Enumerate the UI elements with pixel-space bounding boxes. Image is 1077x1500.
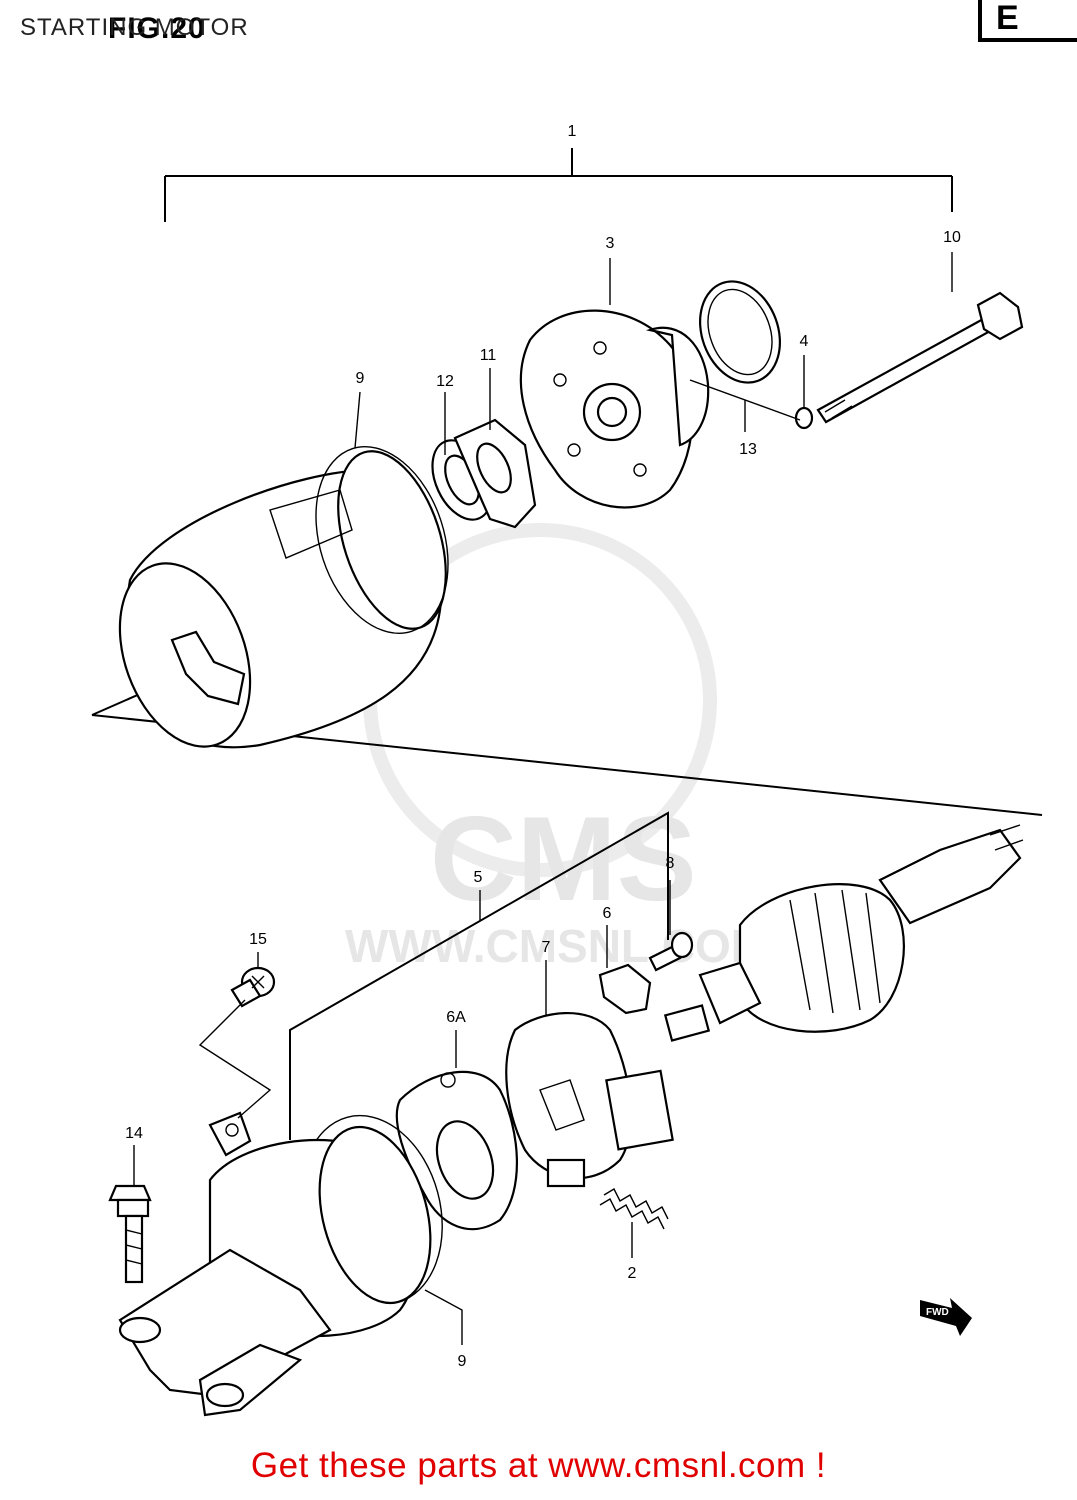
callout-8: 8 xyxy=(666,855,675,872)
callout-4: 4 xyxy=(800,333,809,350)
front-housing xyxy=(118,1111,432,1417)
screw-8 xyxy=(648,931,694,972)
screw-15 xyxy=(230,966,276,1008)
callout-6A: 6A xyxy=(446,1009,466,1026)
callout-3: 3 xyxy=(606,235,615,252)
assembly-bracket xyxy=(164,148,953,222)
armature xyxy=(663,824,1024,1042)
washer-4 xyxy=(794,406,814,430)
callout-14: 14 xyxy=(125,1125,143,1142)
figure-label: FIG.20 xyxy=(108,12,206,45)
page-title: STARTING MOTOR xyxy=(20,14,249,41)
callout-15: 15 xyxy=(249,931,267,948)
callout-9-upper: 9 xyxy=(356,370,365,387)
callout-labels: 1 3 10 4 13 11 12 9 5 8 6 7 6A 15 14 2 9 xyxy=(125,123,961,1370)
footer-parts-link[interactable]: Get these parts at www.cmsnl.com ! xyxy=(250,1446,827,1485)
yoke-housing xyxy=(118,450,447,749)
callout-9-lower: 9 xyxy=(458,1353,467,1370)
o-ring-13-inner xyxy=(707,288,773,376)
callout-11: 11 xyxy=(480,347,497,364)
watermark-url: WWW.CMSNL.COM xyxy=(345,920,769,972)
fwd-label: FWD xyxy=(926,1307,949,1318)
brush-plate xyxy=(395,1070,518,1231)
mounting-bolt xyxy=(108,1184,152,1284)
callout-13: 13 xyxy=(739,441,757,458)
forward-direction-arrow: FWD xyxy=(920,1298,972,1336)
leader-lines-lower xyxy=(198,811,669,1140)
corner-tag: E xyxy=(978,0,1077,42)
cms-watermark: CMS WWW.CMSNL.COM xyxy=(345,523,769,972)
o-ring-upper xyxy=(315,446,449,634)
brush-spring xyxy=(599,1188,669,1230)
callout-2: 2 xyxy=(628,1265,637,1282)
callout-7: 7 xyxy=(542,939,551,956)
callout-5: 5 xyxy=(474,869,483,886)
watermark-brand: CMS xyxy=(430,792,697,926)
rear-end-cover xyxy=(519,309,710,509)
brush-6 xyxy=(598,963,652,1015)
brush-holder xyxy=(505,1011,674,1188)
callout-12: 12 xyxy=(436,373,454,390)
callout-10: 10 xyxy=(943,229,961,246)
callout-6: 6 xyxy=(603,905,612,922)
callout-1: 1 xyxy=(568,123,577,140)
callout-leaders xyxy=(133,252,953,1345)
washer-plate xyxy=(453,418,537,529)
through-bolt xyxy=(816,291,1024,424)
